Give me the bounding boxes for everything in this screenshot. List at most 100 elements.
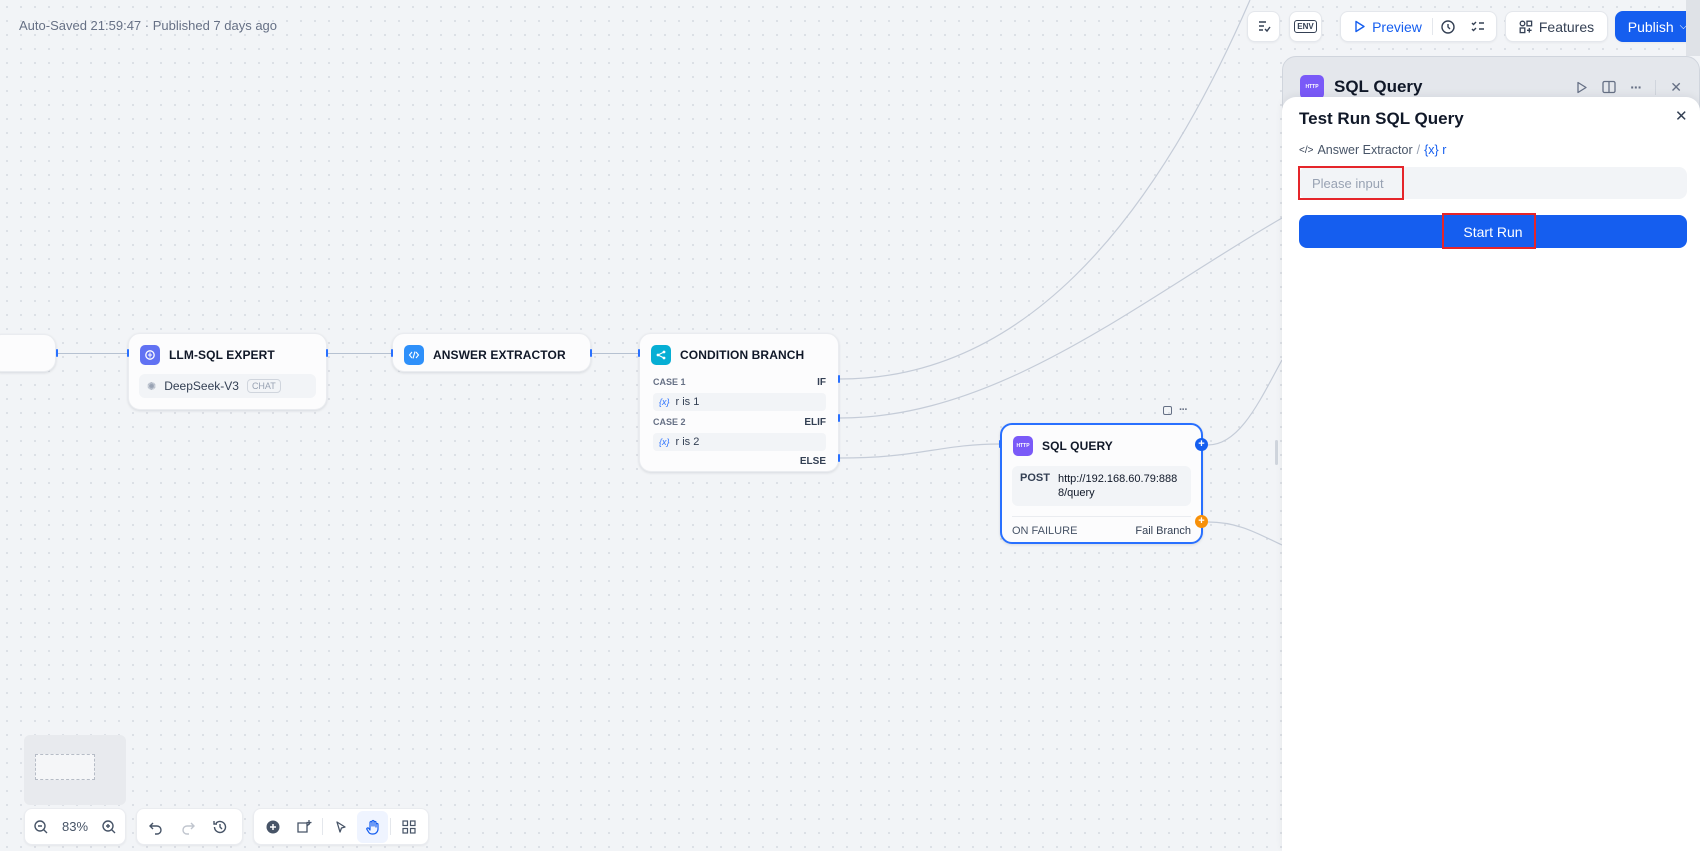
else-out-handle[interactable]: [838, 454, 840, 462]
minimap-viewport[interactable]: [35, 754, 95, 780]
zoom-out-icon: [33, 819, 48, 833]
zoom-in-button[interactable]: [94, 811, 125, 843]
case-1-condition-text: r is 1: [675, 396, 700, 408]
sql-query-node[interactable]: HTTP SQL QUERY POST http://192.168.60.79…: [1000, 423, 1203, 544]
add-note-button[interactable]: [289, 811, 321, 843]
http-method: POST: [1020, 472, 1050, 484]
condition-in-handle[interactable]: [638, 349, 640, 357]
preview-group: Preview: [1340, 11, 1497, 42]
llm-in-handle[interactable]: [127, 349, 129, 357]
llm-out-handle[interactable]: [326, 349, 328, 357]
close-icon[interactable]: ✕: [1670, 78, 1682, 95]
case-2-header: CASE 2 ELIF: [653, 415, 826, 429]
publish-label: Publish: [1627, 18, 1674, 35]
case-2-condition[interactable]: {x} r is 2: [653, 433, 826, 451]
play-icon: [1355, 20, 1365, 33]
undo-button[interactable]: [140, 811, 172, 843]
start-node-partial[interactable]: [0, 334, 56, 372]
env-button[interactable]: ENV: [1289, 11, 1322, 42]
pointer-mode-button[interactable]: [325, 811, 357, 843]
zoom-controls: 83%: [24, 808, 126, 845]
extractor-in-handle[interactable]: [391, 349, 393, 357]
case-2-label: CASE 2: [653, 417, 686, 427]
add-next-node-icon[interactable]: +: [1195, 438, 1208, 451]
features-label: Features: [1538, 18, 1595, 35]
zoom-level[interactable]: 83%: [61, 819, 89, 834]
edge-if-branch: [839, 0, 1251, 380]
answer-extractor-node[interactable]: ANSWER EXTRACTOR: [392, 333, 591, 372]
variable-icon: {x}: [659, 437, 670, 447]
model-mode-badge: CHAT: [246, 379, 281, 393]
features-button[interactable]: Features: [1505, 11, 1608, 42]
highlight-box-input: [1298, 166, 1404, 200]
toolbar-divider: [322, 818, 324, 835]
breadcrumb-node: Answer Extractor: [1317, 143, 1413, 157]
preview-label: Preview: [1372, 18, 1422, 35]
case-1-label: CASE 1: [653, 377, 686, 387]
run-history-button[interactable]: [1433, 12, 1463, 41]
canvas-scrollbar[interactable]: [1686, 0, 1700, 56]
version-history-button[interactable]: [204, 811, 236, 843]
run-step-icon[interactable]: [1576, 81, 1588, 94]
request-url: http://192.168.60.79:8888/query: [1057, 473, 1178, 499]
checklist-panel-button[interactable]: [1463, 12, 1493, 41]
redo-icon: [182, 822, 195, 835]
redo-button[interactable]: [172, 811, 204, 843]
features-grid-icon: [1519, 20, 1533, 33]
http-icon: HTTP: [1013, 436, 1033, 456]
list-check-icon: [1471, 21, 1484, 31]
zoom-in-icon: [102, 819, 116, 833]
edge-llm-to-extractor: [328, 353, 392, 354]
run-node-checkbox-icon[interactable]: [1163, 405, 1172, 415]
llm-node[interactable]: LLM-SQL EXPERT ✺ DeepSeek-V3 CHAT: [128, 333, 327, 410]
elif-out-handle[interactable]: [838, 414, 840, 422]
edge-else-to-sql: [839, 443, 1001, 459]
test-run-title: Test Run SQL Query: [1299, 109, 1464, 128]
failure-value: Fail Branch: [1135, 525, 1191, 537]
breadcrumb-variable: {x} r: [1424, 143, 1447, 157]
llm-brain-icon: [140, 345, 160, 365]
highlight-box-start-run: [1442, 213, 1536, 249]
panel-node-title[interactable]: SQL Query: [1334, 77, 1423, 96]
panel-actions: ··· ✕: [1576, 79, 1682, 96]
if-out-handle[interactable]: [838, 375, 840, 383]
canvas-tools: [253, 808, 429, 845]
split-view-icon[interactable]: [1602, 80, 1616, 94]
edge-start-to-llm: [58, 353, 128, 354]
hand-mode-button[interactable]: [356, 810, 389, 843]
variable-icon: {x}: [659, 397, 670, 407]
toolbar-divider: [1655, 79, 1657, 95]
case-2-condition-text: r is 2: [675, 436, 700, 448]
hand-icon: [365, 819, 379, 835]
more-icon[interactable]: ···: [1630, 79, 1642, 95]
cursor-icon: [336, 820, 346, 833]
close-icon[interactable]: ✕: [1675, 108, 1688, 125]
panel-resize-handle[interactable]: [1275, 440, 1278, 465]
add-node-button[interactable]: [257, 811, 289, 843]
case-1-condition[interactable]: {x} r is 1: [653, 393, 826, 411]
start-run-button[interactable]: Start Run: [1299, 215, 1687, 248]
preview-button[interactable]: Preview: [1344, 12, 1432, 41]
checklist-button[interactable]: [1247, 11, 1280, 42]
test-run-panel: Test Run SQL Query ✕ </> Answer Extracto…: [1282, 97, 1700, 851]
toolbar-divider: [1431, 18, 1433, 35]
start-node-out-handle[interactable]: [56, 349, 58, 357]
condition-branch-node[interactable]: CONDITION BRANCH CASE 1 IF {x} r is 1 CA…: [639, 333, 839, 472]
model-chip[interactable]: ✺ DeepSeek-V3 CHAT: [139, 374, 316, 398]
extractor-out-handle[interactable]: [590, 349, 592, 357]
more-icon[interactable]: ···: [1179, 404, 1188, 416]
sql-in-handle[interactable]: [999, 440, 1001, 448]
condition-node-title: CONDITION BRANCH: [680, 348, 805, 362]
organize-blocks-button[interactable]: [393, 811, 425, 843]
code-icon: [404, 345, 424, 365]
breadcrumb-separator: /: [1416, 143, 1421, 157]
minimap[interactable]: [24, 735, 126, 805]
add-circle-icon: [266, 820, 280, 833]
checklist-icon: [1258, 20, 1271, 32]
code-icon: </>: [1299, 144, 1314, 156]
variable-r-input[interactable]: [1299, 167, 1687, 199]
http-icon: HTTP: [1300, 75, 1324, 99]
zoom-out-button[interactable]: [25, 811, 56, 843]
add-fail-branch-icon[interactable]: +: [1195, 515, 1208, 528]
